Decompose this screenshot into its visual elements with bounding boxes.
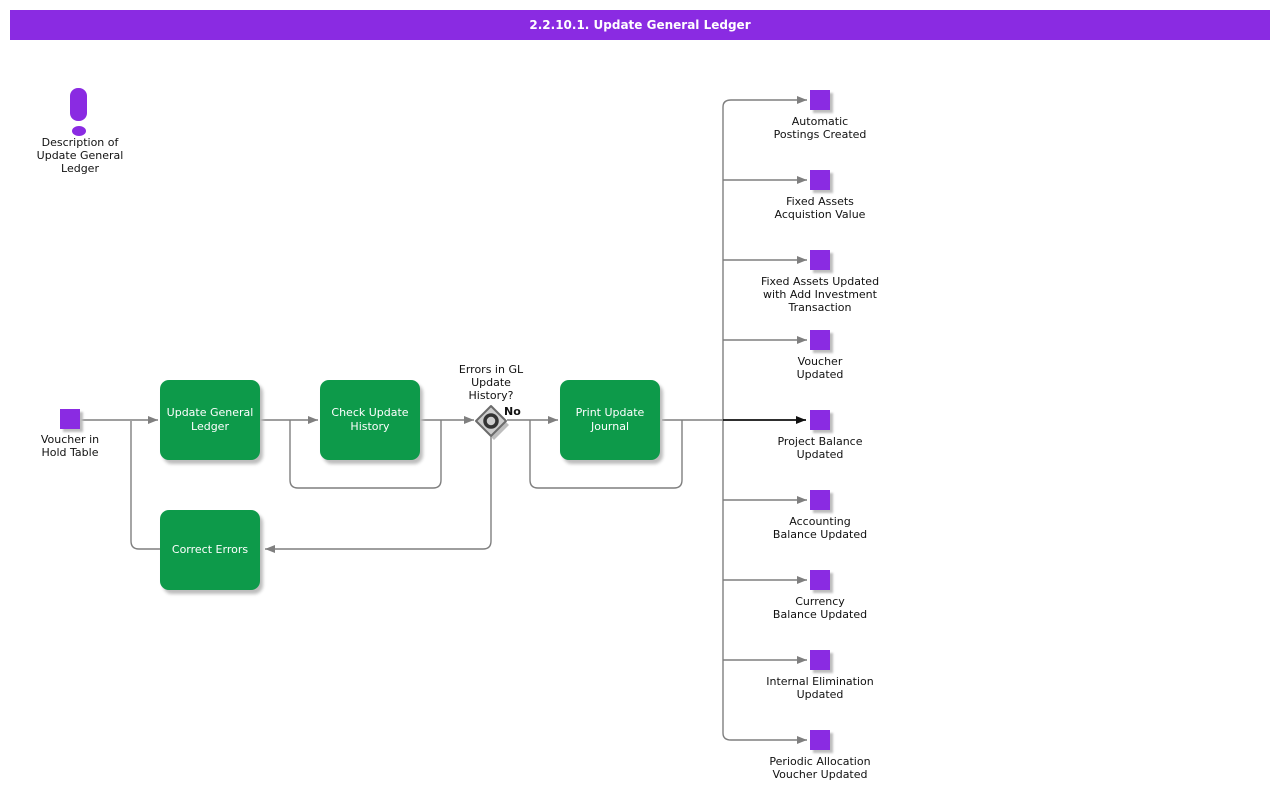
- trunk-line-up: [722, 99, 732, 420]
- trunk-line-down: [722, 420, 732, 741]
- exclamation-bar: [70, 88, 87, 121]
- diagram-title-bar: 2.2.10.1. Update General Ledger: [10, 10, 1270, 40]
- group-outline-check-update-history: [289, 420, 442, 489]
- end-event-fixed-assets-updated: [810, 250, 830, 270]
- end-event-label: Internal Elimination Updated: [766, 675, 874, 701]
- end-event-label: Fixed Assets Acquistion Value: [774, 195, 866, 221]
- end-event-label: Accounting Balance Updated: [772, 515, 868, 541]
- exclamation-icon[interactable]: [70, 88, 90, 138]
- decision-question-label: Errors in GL Update History?: [458, 363, 524, 402]
- end-event-voucher-updated: [810, 330, 830, 350]
- diagram-title: 2.2.10.1. Update General Ledger: [529, 18, 751, 32]
- decision-no-label: No: [504, 405, 521, 418]
- end-event-label: Project Balance Updated: [777, 435, 863, 461]
- start-event-label: Voucher in Hold Table: [40, 433, 100, 459]
- end-event-label: Periodic Allocation Voucher Updated: [769, 755, 871, 781]
- exclamation-dot: [72, 126, 86, 136]
- connector-correct-errors-loop: [130, 421, 160, 550]
- end-event-fixed-assets-acquistion: [810, 170, 830, 190]
- process-check-update-history[interactable]: Check Update History: [320, 380, 420, 460]
- connector-decision-to-correct-errors: [265, 437, 492, 553]
- process-update-general-ledger[interactable]: Update General Ledger: [160, 380, 260, 460]
- decision-diamond: [475, 405, 509, 440]
- annotation-label: Description of Update General Ledger: [36, 136, 124, 175]
- process-correct-errors[interactable]: Correct Errors: [160, 510, 260, 590]
- group-outline-print-update-journal: [529, 420, 683, 489]
- end-event-label: Currency Balance Updated: [772, 595, 868, 621]
- end-event-internal-elimination-updated: [810, 650, 830, 670]
- end-event-label: Fixed Assets Updated with Add Investment…: [760, 275, 880, 314]
- end-event-label: Automatic Postings Created: [773, 115, 867, 141]
- end-event-label: Voucher Updated: [796, 355, 844, 381]
- end-event-project-balance-updated: [810, 410, 830, 430]
- end-event-periodic-allocation-voucher: [810, 730, 830, 750]
- end-event-currency-balance-updated: [810, 570, 830, 590]
- end-event-automatic-postings: [810, 90, 830, 110]
- start-event-voucher-in-hold-table: [60, 409, 80, 429]
- end-event-accounting-balance-updated: [810, 490, 830, 510]
- process-print-update-journal[interactable]: Print Update Journal: [560, 380, 660, 460]
